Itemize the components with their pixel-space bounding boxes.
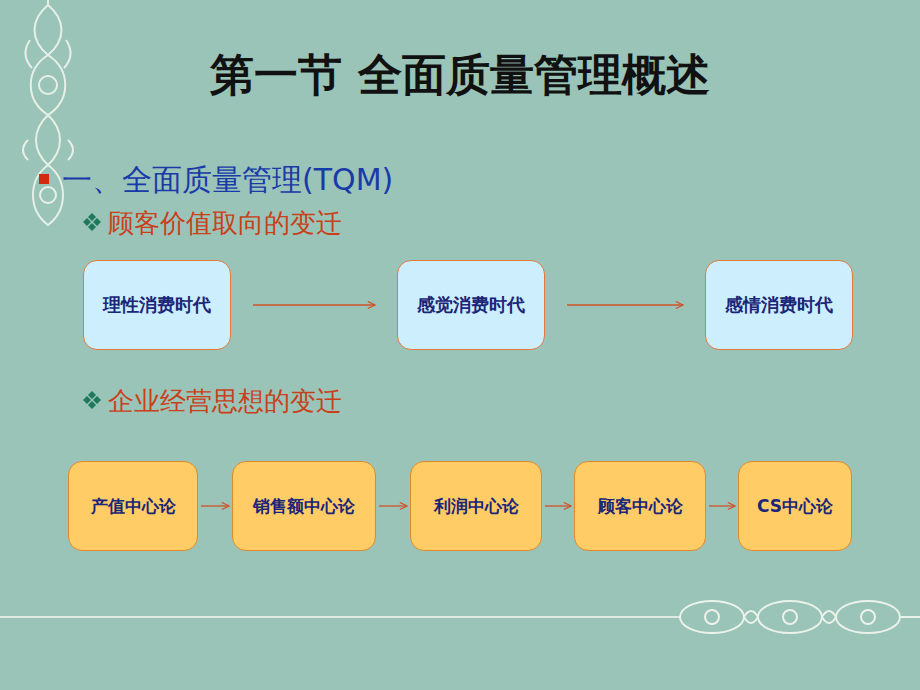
slide-title: 第一节 全面质量管理概述 (0, 46, 920, 105)
section-heading: 一、全面质量管理(TQM) (62, 160, 393, 201)
footer-line (0, 616, 680, 618)
flow-arrow (201, 505, 229, 506)
box-label: 销售额中心论 (253, 495, 355, 518)
box-label: 利润中心论 (434, 495, 519, 518)
box-label: 顾客中心论 (598, 495, 683, 518)
box-label: 感情消费时代 (725, 293, 833, 317)
idea-box: 产值中心论 (68, 461, 198, 551)
flow-arrow (567, 304, 683, 305)
subheading: 顾客价值取向的变迁 (108, 206, 342, 241)
bottom-ornament (680, 601, 920, 633)
idea-box: 销售额中心论 (232, 461, 376, 551)
era-box: 感觉消费时代 (397, 260, 545, 350)
subheading: 企业经营思想的变迁 (108, 384, 342, 419)
bullet-square (39, 174, 49, 184)
era-box: 理性消费时代 (83, 260, 231, 350)
box-label: 理性消费时代 (103, 293, 211, 317)
box-label: CS中心论 (757, 495, 833, 518)
idea-box: CS中心论 (738, 461, 852, 551)
box-label: 感觉消费时代 (417, 293, 525, 317)
idea-box: 利润中心论 (410, 461, 542, 551)
flow-arrow (709, 505, 735, 506)
era-box: 感情消费时代 (705, 260, 853, 350)
idea-box: 顾客中心论 (574, 461, 706, 551)
flow-arrow (253, 304, 375, 305)
box-label: 产值中心论 (91, 495, 176, 518)
flow-arrow (545, 505, 571, 506)
flow-arrow (379, 505, 407, 506)
